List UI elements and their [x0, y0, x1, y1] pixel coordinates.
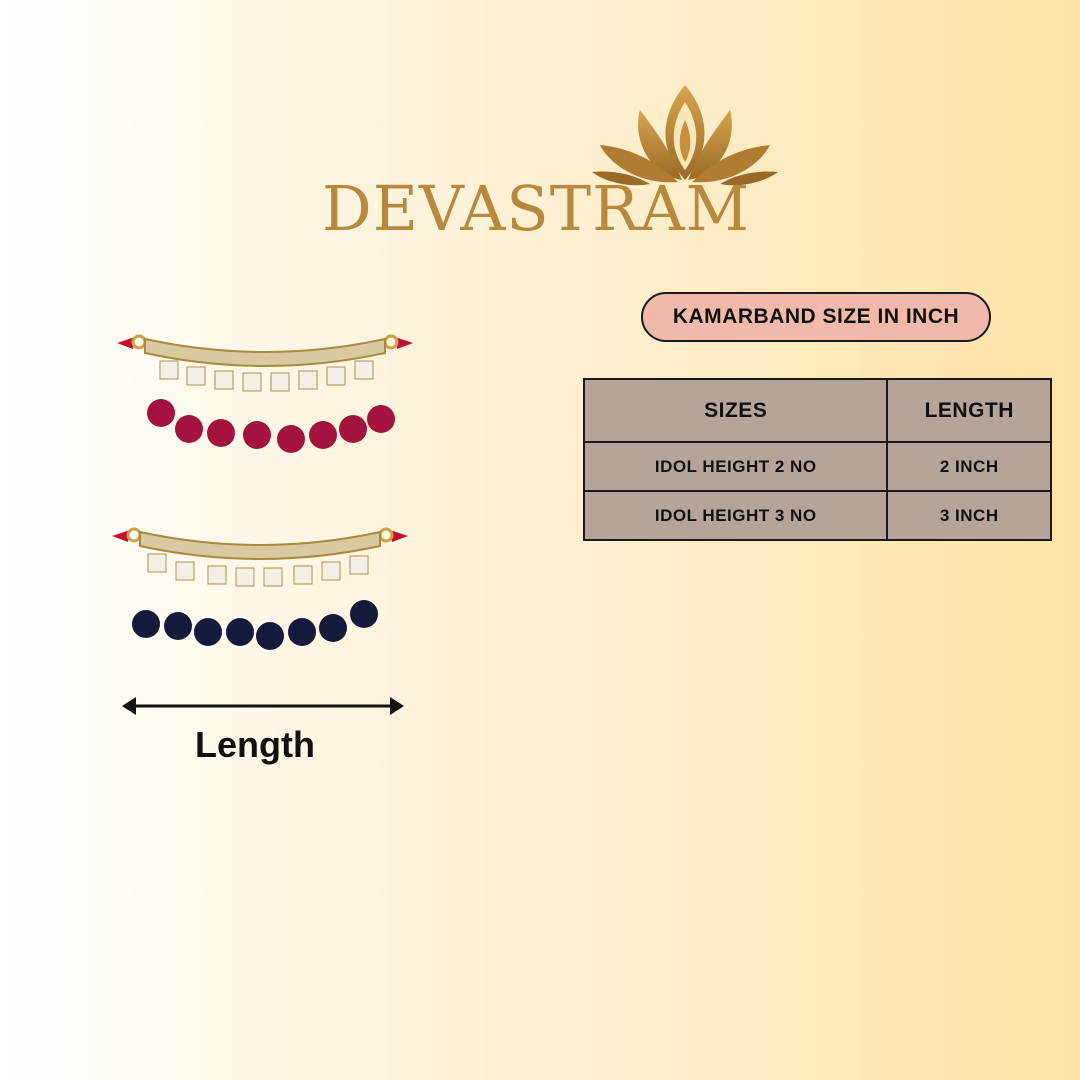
brand-name: DEVASTRAM [322, 172, 751, 245]
brand-logo: DEVASTRAM [300, 80, 800, 250]
blue-bead-kamarband-image [112, 527, 408, 650]
red-bead-kamarband-image [117, 334, 413, 453]
size-cell: IDOL HEIGHT 2 NO [582, 441, 889, 492]
size-chart-title: KAMARBAND SIZE IN INCH [641, 292, 991, 342]
length-cell: 3 INCH [886, 490, 1052, 541]
table-header-row: SIZES LENGTH [582, 378, 1052, 443]
header-sizes: SIZES [582, 378, 889, 443]
table-row: IDOL HEIGHT 2 NO 2 INCH [582, 441, 1052, 492]
length-label: Length [195, 724, 315, 765]
size-table: SIZES LENGTH IDOL HEIGHT 2 NO 2 INCH IDO… [582, 378, 1052, 541]
double-arrow-icon [122, 697, 404, 715]
header-length: LENGTH [886, 378, 1052, 443]
length-cell: 2 INCH [886, 441, 1052, 492]
lotus-icon [592, 85, 778, 186]
size-cell: IDOL HEIGHT 3 NO [582, 490, 889, 541]
table-row: IDOL HEIGHT 3 NO 3 INCH [582, 490, 1052, 541]
